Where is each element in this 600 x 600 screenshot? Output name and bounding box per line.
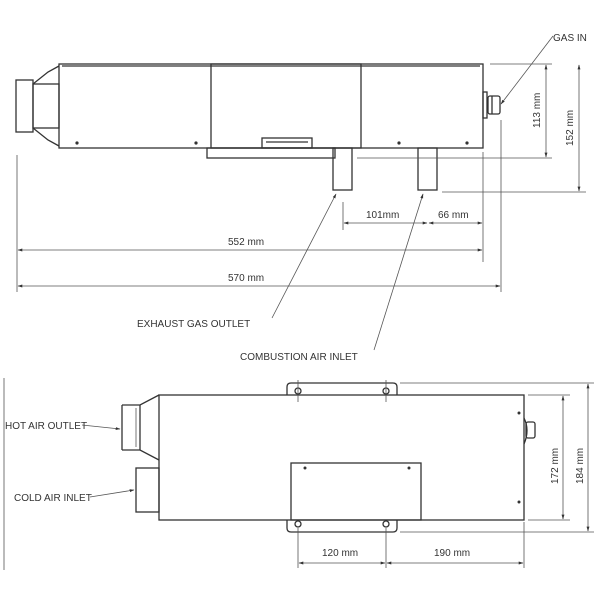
dim-152-label: 152 mm xyxy=(565,110,576,146)
cold-air-inlet-leader xyxy=(89,489,135,498)
combustion-air-inlet-label: COMBUSTION AIR INLET xyxy=(240,352,358,363)
combustion-leader xyxy=(373,193,424,351)
gas-fitting xyxy=(482,91,501,119)
hot-air-nozzle xyxy=(15,65,60,147)
heater-body-top xyxy=(158,394,525,521)
hot-air-outlet-label: HOT AIR OUTLET xyxy=(5,421,87,432)
exhaust-leader xyxy=(271,193,337,319)
gas-fitting-top xyxy=(523,417,536,445)
dim-552-label: 552 mm xyxy=(228,237,264,248)
cold-air-inlet-label: COLD AIR INLET xyxy=(14,493,92,504)
mounting-flange-top xyxy=(286,382,398,395)
dim-113-label: 113 mm xyxy=(532,93,543,128)
exhaust-gas-outlet-label: EXHAUST GAS OUTLET xyxy=(137,319,250,330)
dim-120-label: 120 mm xyxy=(322,548,358,559)
center-panel xyxy=(210,63,362,149)
dim-190-label: 190 mm xyxy=(434,548,470,559)
screw-dots xyxy=(75,141,469,145)
cold-air-inlet-box xyxy=(135,467,160,513)
exhaust-pipe xyxy=(332,147,353,191)
access-panel xyxy=(290,462,422,521)
side-view: GAS IN EXHAUST GAS OUTLET COMBUSTION AIR… xyxy=(15,33,587,363)
dim-172-label: 172 mm xyxy=(550,448,561,484)
base-tray xyxy=(206,147,336,159)
heater-body xyxy=(58,63,484,149)
combustion-air-pipe xyxy=(417,147,438,191)
top-view: HOT AIR OUTLET COLD AIR INLET 172 mm 184… xyxy=(3,378,594,570)
dim-570-label: 570 mm xyxy=(228,273,264,284)
panel-screws xyxy=(303,411,521,504)
dim-101-label: 101mm xyxy=(366,210,399,221)
dim-184-label: 184 mm xyxy=(575,448,586,484)
hot-air-outlet-leader xyxy=(81,424,121,430)
gas-in-leader xyxy=(500,35,554,105)
dim-66-label: 66 mm xyxy=(438,210,469,221)
mounting-flange-bottom xyxy=(286,520,398,533)
hot-air-outlet-nozzle xyxy=(121,394,160,461)
gas-in-label: GAS IN xyxy=(553,33,587,44)
panel-latch xyxy=(261,137,313,149)
